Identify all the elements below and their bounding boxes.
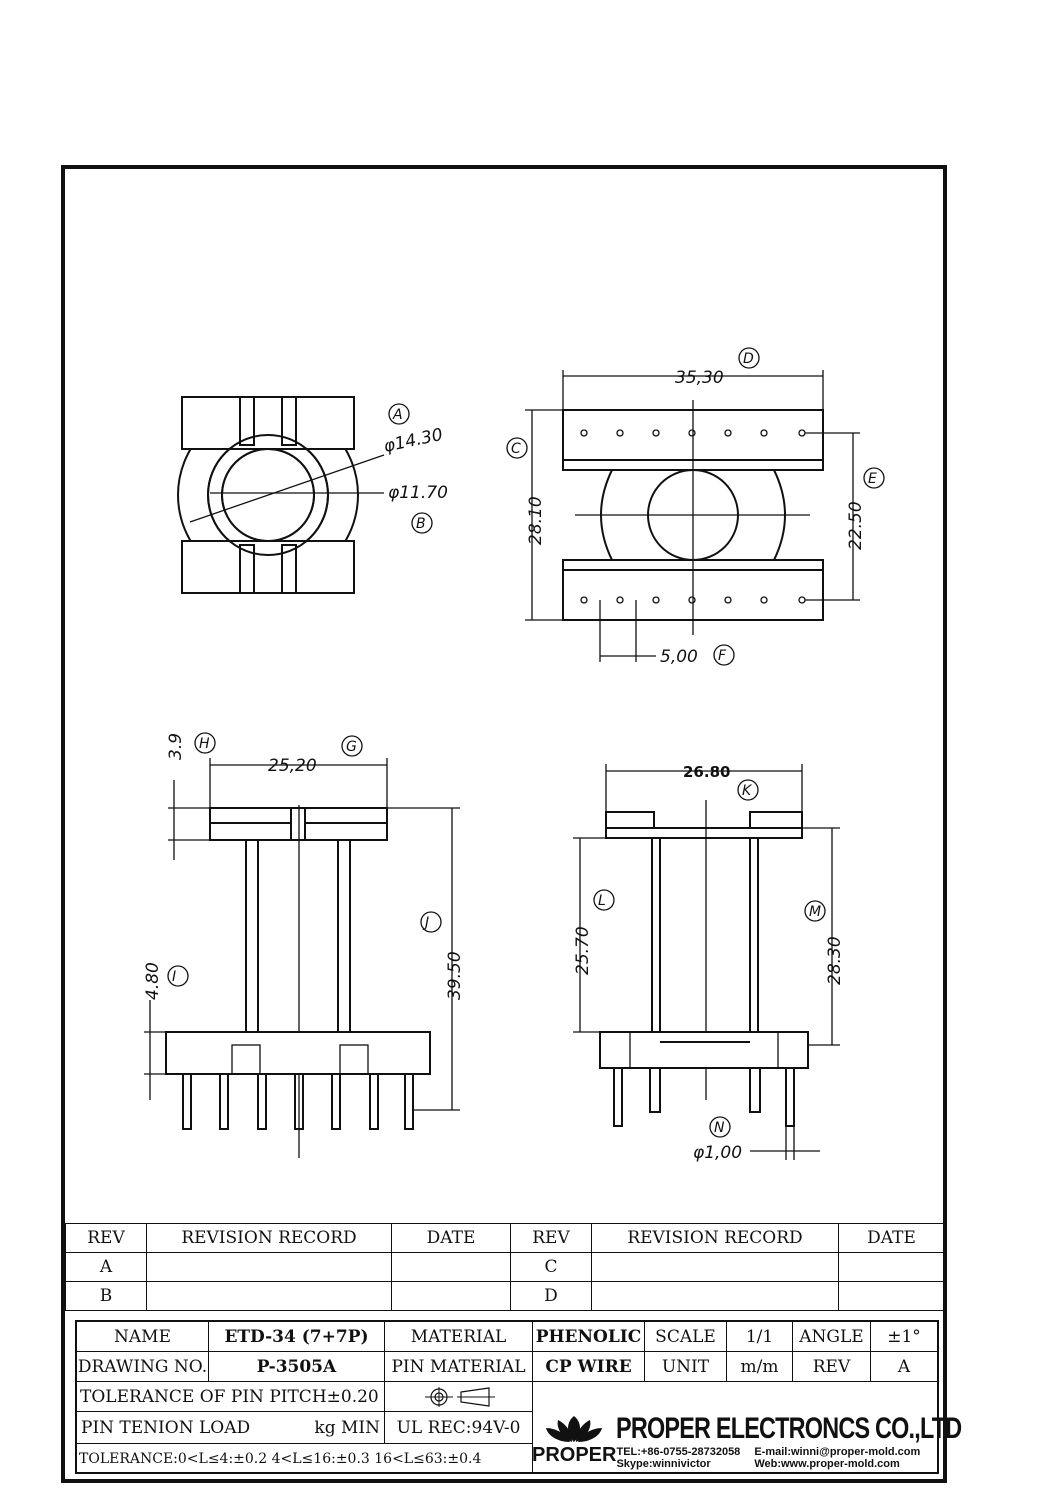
drawing-no-label: DRAWING NO. xyxy=(77,1352,209,1382)
projection-icon xyxy=(424,1386,495,1407)
unit-label: UNIT xyxy=(645,1352,727,1382)
company-skype: Skype:winnivictor xyxy=(616,1457,711,1470)
pin-material-label: PIN MATERIAL xyxy=(385,1352,533,1382)
rev-cell: D xyxy=(510,1281,592,1311)
rev-cell: A xyxy=(65,1252,147,1282)
company-name: PROPER ELECTRONCS CO.,LTD xyxy=(616,1411,962,1445)
dim-c-value: 28.10 xyxy=(526,496,546,545)
rev-cell: B xyxy=(65,1281,147,1311)
company-block: PROPER PROPER ELECTRONCS CO.,LTD TEL:+86… xyxy=(532,1409,963,1472)
dim-l-value: 25.70 xyxy=(573,926,593,975)
dim-e-value: 22.50 xyxy=(846,501,866,550)
name-value: ETD-34 (7+7P) xyxy=(209,1322,385,1352)
dim-k-value: 26.80 xyxy=(683,763,730,781)
table-row: B D xyxy=(65,1281,945,1311)
company-tel: TEL:+86-0755-28732058 xyxy=(616,1445,741,1458)
rev-value: A xyxy=(871,1352,937,1382)
label-m: M xyxy=(809,904,821,920)
label-k: K xyxy=(742,783,753,799)
label-j: J xyxy=(422,915,429,931)
rev-header-2: REV xyxy=(510,1223,592,1253)
company-web: Web:www.proper-mold.com xyxy=(754,1457,900,1470)
dim-b-value: φ11.70 xyxy=(388,483,448,503)
label-f: F xyxy=(718,648,727,664)
label-b: B xyxy=(416,516,426,532)
projection-symbol xyxy=(385,1382,533,1412)
ul-rating: UL REC:94V-0 xyxy=(385,1412,533,1444)
plan-view: 35,30 D 28.10 C 22.50 E 5,00 F xyxy=(506,347,885,667)
logo-text: PROPER xyxy=(532,1444,617,1466)
label-a: A xyxy=(392,407,403,423)
revision-table: REV REVISION RECORD DATE REV REVISION RE… xyxy=(65,1223,945,1311)
material-label: MATERIAL xyxy=(385,1322,533,1352)
name-label: NAME xyxy=(77,1322,209,1352)
label-c: C xyxy=(511,441,521,457)
dim-g-value: 25,20 xyxy=(268,756,317,776)
label-e: E xyxy=(868,471,877,487)
angle-label: ANGLE xyxy=(793,1322,871,1352)
label-d: D xyxy=(743,351,754,367)
pin-load-unit: kg MIN xyxy=(314,1417,380,1438)
revision-record-header-2: REVISION RECORD xyxy=(591,1223,839,1253)
label-g: G xyxy=(346,739,357,755)
tolerance-pin-pitch: TOLERANCE OF PIN PITCH±0.20 xyxy=(77,1382,385,1412)
company-logo: PROPER xyxy=(532,1414,616,1467)
dim-d-value: 35,30 xyxy=(675,368,724,388)
drawing-frame xyxy=(61,165,947,1483)
general-tolerance: TOLERANCE:0<L≤4:±0.2 4<L≤16:±0.3 16<L≤63… xyxy=(77,1444,533,1474)
table-row: A C xyxy=(65,1252,945,1282)
dim-i-value: 4.80 xyxy=(143,962,163,1000)
dim-n-value: φ1,00 xyxy=(693,1143,742,1163)
material-value: PHENOLIC xyxy=(533,1322,645,1352)
angle-value: ±1° xyxy=(871,1322,937,1352)
revision-record-header: REVISION RECORD xyxy=(146,1223,392,1253)
scale-value: 1/1 xyxy=(727,1322,793,1352)
label-h: H xyxy=(199,736,210,752)
rev-header: REV xyxy=(65,1223,147,1253)
side-view-left: 25,20 G 3.9 H 39.50 J 4.80 I xyxy=(143,732,465,1158)
title-block: NAME ETD-34 (7+7P) MATERIAL PHENOLIC SCA… xyxy=(75,1320,963,1474)
side-view-right: 26.80 K 25.70 L 28.30 M φ1,00 N xyxy=(573,763,845,1163)
pin-load-label: PIN TENION LOAD xyxy=(81,1417,251,1438)
unit-value: m/m xyxy=(727,1352,793,1382)
dim-f-value: 5,00 xyxy=(660,647,698,667)
pin-material-value: CP WIRE xyxy=(533,1352,645,1382)
scale-label: SCALE xyxy=(645,1322,727,1352)
date-header: DATE xyxy=(391,1223,511,1253)
pin-tension-load: PIN TENION LOAD kg MIN xyxy=(77,1412,385,1444)
dim-a-value: φ14.30 xyxy=(382,425,445,457)
rev-label: REV xyxy=(793,1352,871,1382)
company-email: E-mail:winni@proper-mold.com xyxy=(754,1445,921,1458)
top-view: φ14.30 φ11.70 A B xyxy=(177,396,448,594)
drawing-no-value: P-3505A xyxy=(209,1352,385,1382)
label-l: L xyxy=(598,893,606,909)
dim-j-value: 39.50 xyxy=(445,951,465,1000)
dim-h-value: 3.9 xyxy=(166,733,186,760)
dim-m-value: 28.30 xyxy=(825,936,845,985)
company-info: PROPER ELECTRONCS CO.,LTD TEL:+86-0755-2… xyxy=(616,1412,1059,1470)
label-i: I xyxy=(172,969,176,985)
lotus-logo-icon xyxy=(546,1416,603,1442)
label-n: N xyxy=(714,1120,725,1136)
technical-drawing: φ14.30 φ11.70 A B 35,30 D xyxy=(143,347,885,1163)
rev-cell: C xyxy=(510,1252,592,1282)
date-header-2: DATE xyxy=(838,1223,945,1253)
